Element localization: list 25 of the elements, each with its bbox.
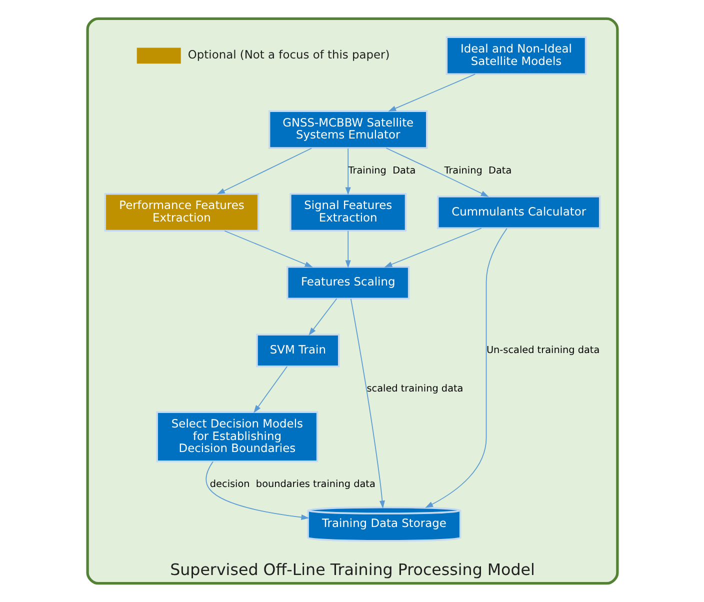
edge-label: decision boundaries training data	[209, 478, 375, 490]
edge-label: Training Data	[444, 165, 512, 176]
arrow	[308, 298, 337, 336]
arrow	[384, 228, 482, 268]
edge-label: Un-scaled training data	[486, 344, 600, 356]
arrow	[385, 148, 488, 197]
arrow	[216, 148, 312, 194]
node-box: Features Scaling	[286, 266, 410, 300]
node-box: SVM Train	[256, 334, 340, 368]
arrow	[344, 230, 350, 268]
node-box: Cummulants Calculator	[436, 196, 600, 230]
node-box: Select Decision Models for Establishing Decision Boundaries	[156, 411, 318, 462]
node-box: Signal Features Extraction	[289, 192, 406, 232]
node-box: Ideal and Non-Ideal Satellite Models	[445, 36, 586, 75]
arrow	[224, 230, 312, 268]
arrow	[253, 366, 287, 414]
arrow	[350, 298, 384, 509]
arrow	[424, 228, 507, 508]
arrow	[205, 461, 309, 520]
node-box: Performance Features Extraction	[104, 192, 259, 232]
arrow	[344, 148, 350, 196]
node-box: GNSS-MCBBW Satellite Systems Emulator	[268, 110, 428, 149]
edge-label: scaled training data	[366, 384, 463, 395]
arrow	[388, 74, 476, 112]
legend-label: Optional (Not a focus of this paper)	[187, 48, 390, 62]
